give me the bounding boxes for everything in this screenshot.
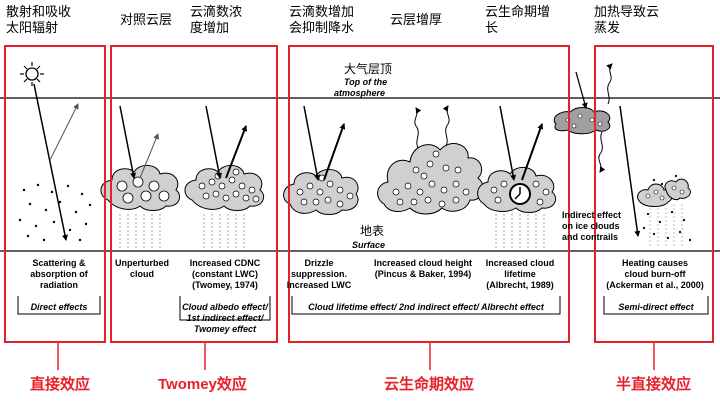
highlight-box-direct — [4, 45, 106, 343]
unperturbed-cloud — [100, 105, 181, 248]
panel-7-label: Heating causes cloud burn-off (Ackerman … — [606, 258, 704, 290]
toa-label-cn: 大气层顶 — [344, 62, 393, 76]
drizzle-suppression-cloud — [283, 105, 359, 215]
highlight-box-lifetime — [288, 45, 570, 343]
highlight-box-semidirect — [594, 45, 714, 343]
sun-icon — [20, 62, 44, 86]
increased-cloud-lifetime — [477, 105, 557, 248]
top-label-scatter: 散射和吸收 太阳辐射 — [6, 4, 72, 35]
clock-icon — [509, 183, 531, 205]
highlight-box-twomey — [110, 45, 278, 343]
aerosol-particles — [18, 183, 92, 242]
surface-label-cn: 地表 — [360, 224, 385, 238]
group-brackets — [17, 296, 709, 321]
group-cloud-albedo: Cloud albedo effect/ 1st indirect effect… — [182, 302, 268, 334]
top-label-drizzle: 云滴数增加 会抑制降水 — [289, 4, 355, 35]
top-label-heating: 加热导致云 蒸发 — [594, 4, 660, 35]
group-direct-effects: Direct effects — [30, 302, 88, 312]
panel-1-label: Scattering & absorption of radiation — [30, 258, 88, 290]
group-semi-direct: Semi-direct effect — [618, 302, 694, 312]
label-connectors — [57, 343, 655, 370]
semi-direct-cloud — [619, 105, 692, 248]
increased-cdnc-cloud — [184, 105, 265, 248]
panel-2-label: Unperturbed cloud — [115, 258, 169, 279]
bottom-label-lifetime: 云生命期效应 — [384, 376, 475, 393]
surface-label-en: Surface — [352, 240, 386, 250]
increased-cloud-height — [377, 105, 484, 215]
panel-5-label: Increased cloud height (Pincus & Baker, … — [373, 258, 473, 279]
bottom-label-twomey: Twomey效应 — [158, 376, 247, 393]
top-label-cdnc: 云滴数浓 度增加 — [190, 4, 243, 35]
direct-effect-rays — [33, 83, 79, 241]
panel-4-label: Drizzle suppression. Increased LWC — [286, 258, 352, 290]
toa-label-en-1: Top of the — [344, 77, 388, 87]
bottom-label-semidirect: 半直接效应 — [616, 376, 692, 393]
top-label-thicken: 云层增厚 — [390, 12, 443, 27]
bottom-label-direct: 直接效应 — [30, 376, 91, 393]
panel-3-label: Increased CDNC (constant LWC) (Twomey, 1… — [189, 258, 261, 290]
ice-cloud-label: Indirect effect on ice clouds and contra… — [562, 210, 622, 242]
panel-6-label: Increased cloud lifetime (Albrecht, 1989… — [485, 258, 555, 290]
top-label-lifetime: 云生命期增 长 — [485, 4, 551, 35]
toa-label-en-2: atmosphere — [334, 88, 386, 98]
group-cloud-lifetime: Cloud lifetime effect/ 2nd indirect effe… — [308, 302, 544, 312]
top-label-unperturbed: 对照云层 — [120, 12, 173, 27]
